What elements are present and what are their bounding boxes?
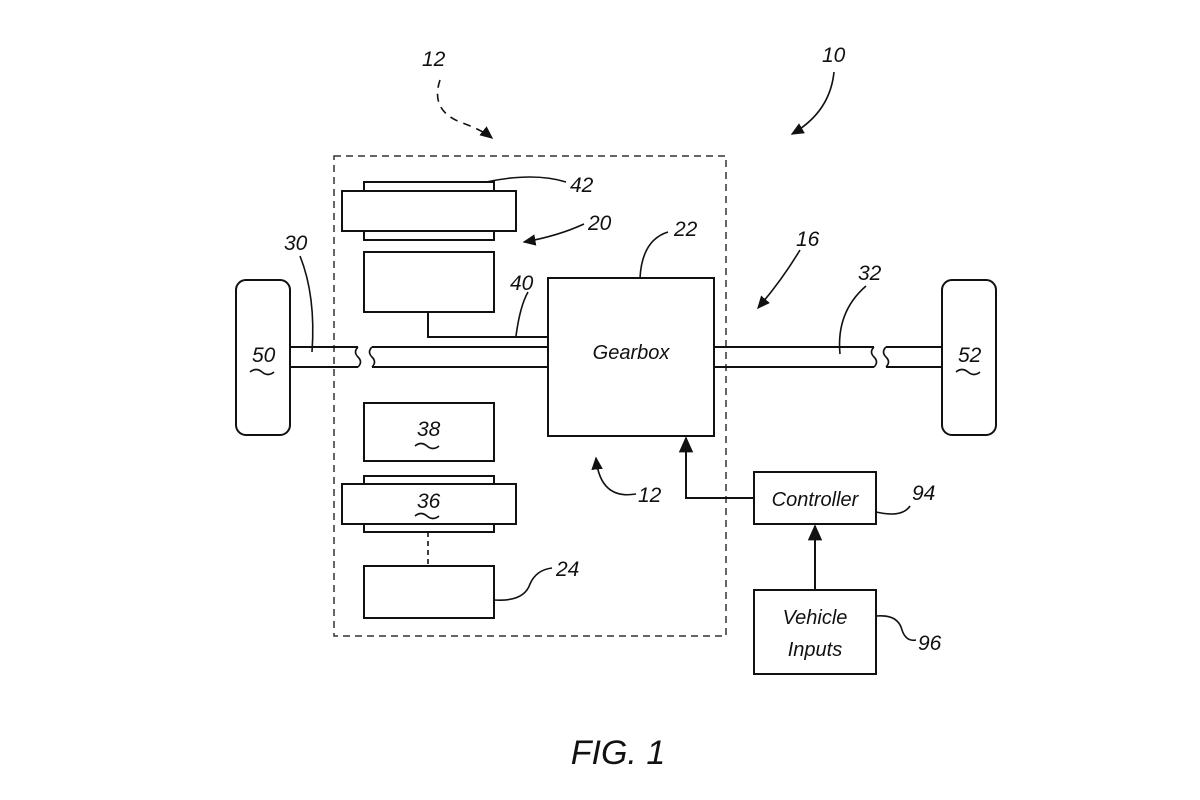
vehicle-inputs-block [753, 589, 877, 675]
upper-unit [363, 251, 495, 313]
unit-42-ref: 42 [570, 174, 594, 197]
driveline-ref: 16 [796, 228, 820, 251]
link-40-leader [515, 291, 529, 337]
unit-24-leader [493, 567, 553, 601]
right-shaft-leader [838, 285, 867, 355]
module-top-arrow [436, 79, 494, 139]
module-boundary [333, 155, 727, 637]
left-shaft [290, 346, 548, 368]
vehicle-inputs-label-1: Vehicle [783, 607, 848, 629]
controller-to-gearbox [678, 436, 754, 499]
unit-36-ref-squiggle [414, 512, 440, 520]
vehicle-inputs-leader [875, 614, 917, 642]
right-wheel-ref-squiggle [955, 368, 981, 376]
unit-24-ref: 24 [555, 558, 579, 581]
controller-leader [875, 505, 911, 515]
controller-block [753, 471, 877, 525]
controller-ref: 94 [912, 482, 935, 505]
right-wheel [941, 279, 997, 436]
unit-38-ref-squiggle [414, 442, 440, 450]
vehicle-inputs-label-2: Inputs [788, 639, 842, 661]
system-arrow [790, 71, 835, 135]
module-inner-arrow [591, 456, 637, 496]
right-shaft [714, 346, 942, 368]
driveline-arrow [757, 249, 801, 310]
motor-arrow [522, 223, 585, 246]
link-40-ref: 40 [510, 272, 534, 295]
gearbox-block [547, 277, 715, 437]
controller-label: Controller [772, 489, 860, 511]
left-shaft-ref: 30 [284, 232, 308, 255]
module-top-ref: 12 [422, 48, 446, 71]
right-shaft-ref: 32 [858, 262, 882, 285]
module-inner-ref: 12 [638, 484, 662, 507]
unit-42-inner [341, 190, 517, 232]
left-shaft-leader [299, 255, 314, 353]
left-wheel-ref-squiggle [249, 368, 275, 376]
unit-36-ref: 36 [417, 490, 441, 513]
figure-caption: FIG. 1 [571, 734, 665, 772]
vehicle-inputs-ref: 96 [918, 632, 942, 655]
unit-24 [363, 565, 495, 619]
unit-42-leader [485, 176, 567, 183]
system-ref: 10 [822, 44, 846, 67]
gearbox-leader [639, 231, 669, 279]
gearbox-ref: 22 [673, 218, 698, 241]
unit-38-ref: 38 [417, 418, 441, 441]
right-wheel-ref: 52 [958, 344, 982, 367]
link-40 [427, 312, 548, 338]
unit-38 [363, 402, 495, 462]
left-wheel-ref: 50 [252, 344, 276, 367]
motor-ref: 20 [587, 212, 612, 235]
left-wheel [235, 279, 291, 436]
gearbox-label: Gearbox [593, 342, 671, 364]
